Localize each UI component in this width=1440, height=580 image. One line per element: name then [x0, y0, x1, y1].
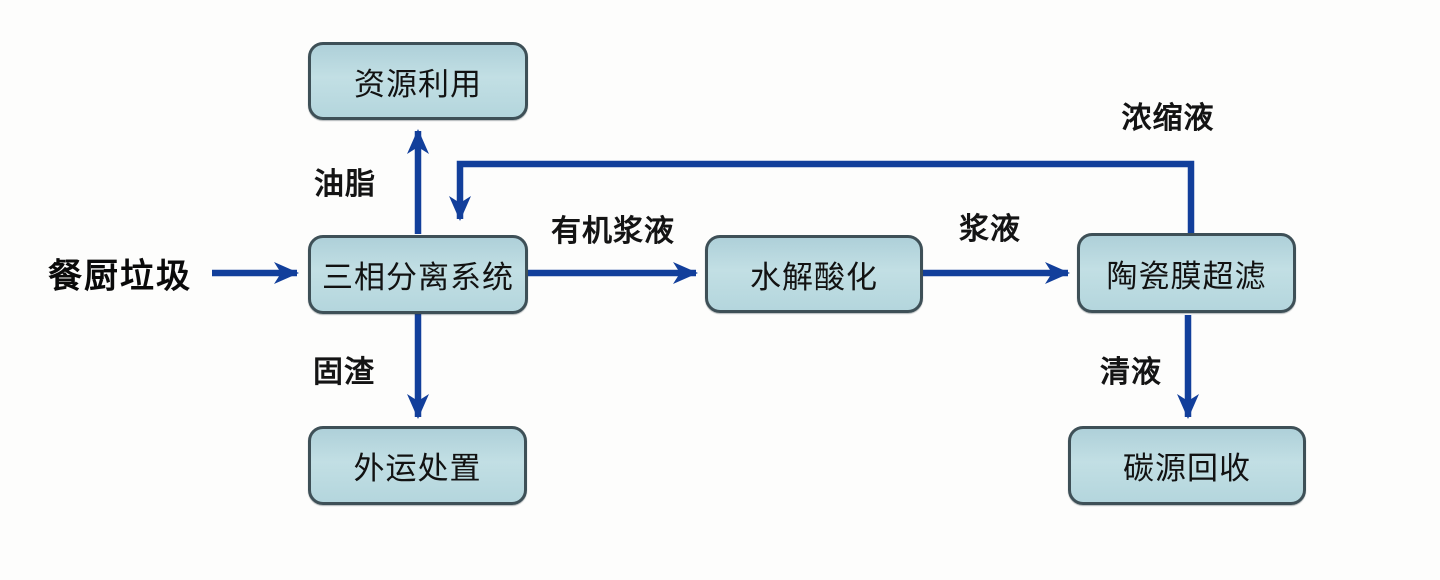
source-label-kitchen-waste: 餐厨垃圾	[48, 258, 192, 296]
edge-label-slurry: 浆液	[959, 213, 1021, 246]
node-outbound-disposal-label: 外运处置	[353, 451, 482, 486]
node-hydrolysis-acidification: 水解酸化	[705, 235, 923, 313]
node-hydrolysis-acidification-label: 水解酸化	[750, 259, 878, 295]
node-carbon-source-recovery-label: 碳源回收	[1123, 451, 1251, 486]
node-ceramic-membrane-uf-label: 陶瓷膜超滤	[1106, 258, 1267, 294]
edge-label-concentrate: 浓缩液	[1121, 102, 1215, 135]
node-three-phase-separation-label: 三相分离系统	[322, 260, 514, 295]
node-resource-use: 资源利用	[308, 42, 528, 120]
edge-label-grease: 油脂	[314, 168, 376, 201]
node-three-phase-separation: 三相分离系统	[308, 235, 528, 314]
node-carbon-source-recovery: 碳源回收	[1068, 426, 1306, 505]
arrow-concentrate-return	[449, 160, 1195, 233]
node-resource-use-label: 资源利用	[354, 66, 482, 102]
node-outbound-disposal: 外运处置	[308, 426, 527, 505]
node-ceramic-membrane-uf: 陶瓷膜超滤	[1077, 233, 1296, 313]
edge-label-solid-residue: 固渣	[313, 356, 375, 389]
edge-label-clear-liquid: 清液	[1100, 356, 1162, 389]
edge-label-organic-slurry: 有机浆液	[551, 215, 675, 248]
